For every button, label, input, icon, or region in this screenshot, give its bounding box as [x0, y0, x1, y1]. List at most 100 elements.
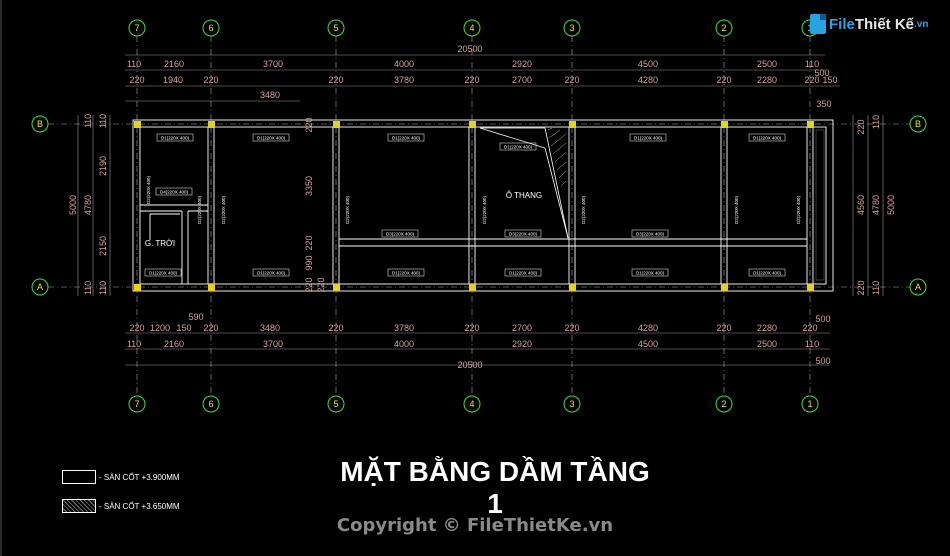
dim-text: 220 — [464, 75, 479, 85]
drawing-title: MẶT BẰNG DẦM TẦNG 1 — [340, 456, 650, 519]
grid-label: A — [915, 282, 921, 292]
beam-label: D2(220X 400) — [796, 195, 801, 224]
beam-label-boxes — [144, 133, 786, 277]
dim-text: 220 — [564, 75, 579, 85]
dim-text: 220 — [802, 323, 817, 333]
dim-text: 2500 — [757, 339, 777, 349]
right-strip-hatch — [815, 129, 825, 281]
dim-text: 110 — [98, 114, 108, 128]
dim-text: 110 — [127, 339, 141, 349]
dim-text: 220 — [203, 75, 218, 85]
dim-text: 4000 — [394, 339, 414, 349]
beam-label: D1(220X 400) — [161, 136, 190, 141]
dim-text: 110 — [127, 59, 141, 69]
legend-item-hatch: - SÀN CỐT +3.650MM — [62, 499, 180, 513]
beam-label: D1(220X 400) — [753, 271, 782, 276]
beam-label: D2(220X 400) — [221, 195, 226, 224]
dim-text: 150 — [822, 75, 837, 85]
dim-text: 110 — [871, 281, 881, 295]
dim-text: 4280 — [638, 323, 658, 333]
dim-text: 220 — [564, 323, 579, 333]
grid-label: A — [37, 282, 43, 292]
beam-label: D4(220X 400) — [160, 190, 189, 195]
grid-label: 7 — [134, 23, 139, 33]
room-label-stair: Ô THANG — [506, 191, 542, 200]
dim-text: 3350 — [304, 176, 314, 196]
grid-label: 7 — [134, 399, 139, 409]
bottom-dimension-lines — [125, 332, 830, 366]
dim-text: 220 — [129, 323, 144, 333]
beam-label: D1(220X 400) — [634, 136, 663, 141]
beam-label: D1(220X 400) — [509, 271, 538, 276]
grid-label: 6 — [208, 23, 213, 33]
vertical-grid-lines — [136, 36, 811, 394]
beam-label: D2(220X 400) — [734, 195, 739, 224]
dim-text: 3700 — [263, 59, 283, 69]
dim-text: 4560 — [856, 195, 866, 215]
grid-label: 3 — [569, 23, 574, 33]
logo-text-thietke: Thiết Kế — [854, 15, 915, 33]
dim-text: 2190 — [98, 156, 108, 176]
dim-text: 110 — [805, 339, 819, 349]
beam-label: D2(220X 400) — [581, 195, 586, 224]
brand-logo: File Thiết Kế .vn — [810, 14, 928, 34]
stair-hatch — [547, 127, 567, 187]
file-icon — [810, 14, 826, 34]
dim-text: 500 — [815, 356, 830, 366]
beam-label: D1(220X 400) — [257, 136, 286, 141]
legend-item-plain: - SÀN CỐT +3.900MM — [62, 470, 180, 484]
dim-text: 4500 — [638, 59, 658, 69]
dim-text: 110 — [83, 114, 93, 128]
dim-text: 2150 — [98, 236, 108, 256]
dim-text: 2920 — [512, 59, 532, 69]
dim-text: 2920 — [512, 339, 532, 349]
dim-text: 2500 — [757, 59, 777, 69]
dim-text: 350 — [816, 99, 831, 109]
dim-text: 110 — [805, 59, 819, 69]
beam-labels: D1(220X 400) D1(220X 400) D1(220X 400) D… — [146, 136, 801, 276]
beam-label: D1(220X 400) — [753, 136, 782, 141]
beam-label: D1(220X 400) — [392, 136, 421, 141]
dim-text: 990 — [304, 255, 314, 270]
grid-label: 6 — [208, 399, 213, 409]
dim-text: 220 — [856, 119, 866, 134]
dim-text: 3480 — [260, 323, 280, 333]
dim-text: 1200 — [150, 323, 170, 333]
beam-label: D2(220X 400) — [482, 195, 487, 224]
mid-dimension-texts: 220 3350 220 990 220 220 — [304, 117, 326, 292]
legend-swatch-hatch — [62, 499, 96, 513]
dim-text: 4280 — [638, 75, 658, 85]
dim-text: 3780 — [394, 323, 414, 333]
dim-text: 220 — [304, 117, 314, 132]
dim-text: 5000 — [68, 195, 78, 215]
grid-label: 2 — [721, 23, 726, 33]
beam-label: D1(220X 400) — [504, 145, 533, 150]
dim-text: 1940 — [163, 75, 183, 85]
beam-label: D1(220X 400) — [149, 271, 178, 276]
dim-text: 500 — [814, 68, 829, 78]
grid-label: 2 — [721, 399, 726, 409]
beam-label: D3(220X 400) — [386, 232, 415, 237]
dim-text: 4000 — [394, 59, 414, 69]
logo-text-domain: .vn — [914, 18, 929, 30]
legend-text: - SÀN CỐT +3.900MM — [99, 472, 180, 482]
dim-text: 220 — [304, 235, 314, 250]
grid-label: 5 — [333, 23, 338, 33]
beam-label: D3(220X 400) — [636, 232, 665, 237]
dim-text: 3700 — [263, 339, 283, 349]
dim-text: 2160 — [164, 339, 184, 349]
top-dimension-lines — [125, 54, 840, 102]
grid-label: B — [915, 119, 921, 129]
left-dimension-texts: 110 110 2190 4780 5000 2150 110 110 — [68, 114, 108, 295]
dim-text: 20500 — [457, 360, 482, 370]
dim-text: 2280 — [757, 323, 777, 333]
copyright-text: Copyright © FileThietKe.vn — [336, 515, 614, 536]
dim-text: 20500 — [457, 44, 482, 54]
columns — [134, 121, 814, 291]
dim-text: 2700 — [512, 75, 532, 85]
grid-bubbles — [31, 19, 927, 413]
right-dimension-texts: 220 110 4560 4780 5000 220 110 — [856, 115, 896, 296]
dim-text: 500 — [815, 314, 830, 324]
dim-text: 2280 — [757, 75, 777, 85]
